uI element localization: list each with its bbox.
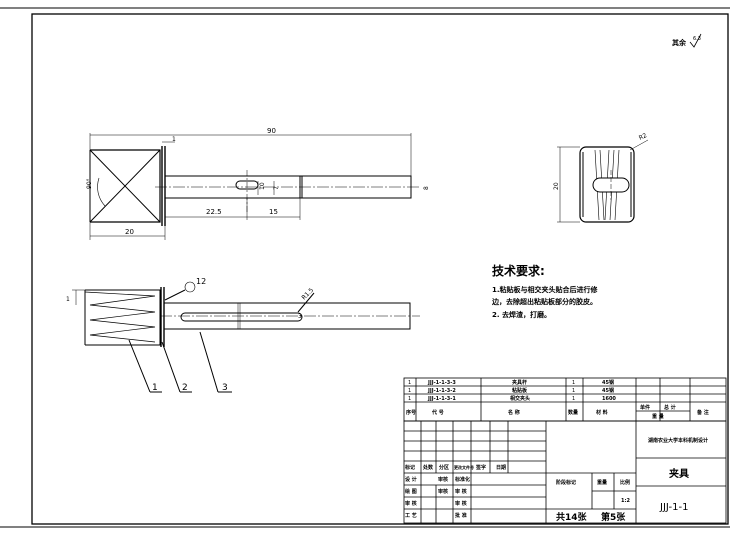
bom-name-2: 粘贴板 [511, 387, 528, 394]
bom-head-weight: 重 量 [652, 413, 664, 420]
bom-head-mat: 材 料 [596, 409, 608, 416]
label-design: 设 计 [405, 476, 417, 483]
label-zone: 分区 [439, 464, 449, 471]
bom-head-remark: 备 注 [696, 409, 709, 416]
label-process: 工 艺 [405, 512, 417, 519]
bom-no-2: 1 [408, 388, 411, 394]
bom-name-3: 相交夹头 [510, 395, 530, 402]
bom-rows: 1 JJJ-1-1-3-3 夹具杆 1 45钢 1 JJJ-1-1-3-2 粘贴… [405, 379, 709, 420]
front-view [89, 133, 420, 240]
bom-table [403, 377, 727, 422]
tech-line-1: 1.粘贴板与相交夹头贴合后进行修 [492, 285, 599, 294]
title-block [403, 420, 727, 524]
bom-mat-2: 45钢 [602, 387, 614, 394]
bom-mat-1: 45钢 [602, 379, 614, 386]
sheets-total: 共14张 [556, 511, 588, 523]
balloon-2: 2 [182, 383, 188, 393]
bom-code-1: JJJ-1-1-3-3 [427, 380, 456, 386]
bom-head-single: 单件 [640, 404, 650, 411]
bom-name-1: 夹具杆 [512, 379, 527, 386]
label-stage: 阶段标记 [556, 479, 576, 486]
roughness-note: 其余 6.3 [672, 33, 702, 48]
label-drawing: 绘 图 [405, 488, 417, 495]
balloon-3: 3 [222, 383, 228, 393]
label-count: 处数 [422, 464, 434, 471]
scale-value: 1:2 [621, 498, 630, 504]
label-std: 标准化 [454, 476, 470, 483]
school-name: 湖南农业大学本科机制设计 [648, 437, 708, 444]
bom-head-name: 名 称 [508, 409, 520, 416]
bom-qty-2: 1 [572, 388, 575, 394]
bom-qty-1: 1 [572, 380, 575, 386]
balloon-1: 1 [152, 383, 158, 393]
label-check: 审 核 [405, 500, 417, 507]
sheet-number: 第5张 [601, 511, 626, 523]
label-sign: 签字 [475, 464, 486, 471]
drawing-name: 夹具 [669, 467, 689, 480]
label-scale: 比例 [620, 479, 630, 486]
tech-line-3: 2. 去焊渣，打磨。 [492, 310, 551, 319]
label-mark: 标记 [404, 464, 415, 471]
assembly-view [72, 281, 420, 393]
tech-title: 技术要求: [492, 263, 545, 278]
roughness-symbol [689, 33, 702, 48]
bom-no-1: 1 [408, 380, 411, 386]
dim-20-side: 20 [553, 182, 560, 190]
roughness-value: 6.3 [693, 36, 701, 42]
label-weight: 重量 [597, 479, 607, 486]
label-review-1: 审核 [438, 476, 448, 483]
dim-90: 90 [267, 127, 276, 135]
label-approve: 审 核 [455, 488, 467, 495]
dim-3: 3 [298, 313, 302, 320]
bom-qty-3: 1 [572, 396, 575, 402]
dim-r2: R2 [638, 132, 648, 142]
bom-no-3: 1 [408, 396, 411, 402]
drawing-number: JJJ-1-1 [659, 502, 688, 513]
dim-8: 8 [423, 186, 430, 190]
label-ratify: 批 准 [455, 512, 467, 519]
side-view [557, 139, 649, 223]
bom-head-code: 代 号 [431, 409, 444, 416]
bom-code-3: JJJ-1-1-3-1 [427, 396, 456, 402]
bom-head-qty: 数量 [568, 409, 578, 416]
dim-22-5: 22.5 [206, 208, 222, 216]
bom-head-total: 总 计 [664, 404, 676, 411]
dim-20-front: 20 [125, 228, 134, 236]
label-approve-2: 审 核 [455, 500, 467, 507]
tech-line-2: 边，去除超出粘贴板部分的胶皮。 [491, 297, 597, 306]
dim-10: 10 [259, 182, 266, 190]
dim-90-deg: 90° [86, 178, 93, 189]
bom-code-2: JJJ-1-1-3-2 [427, 388, 456, 394]
dim-12: 12 [196, 277, 206, 286]
label-review-2: 审核 [438, 488, 448, 495]
dim-15: 15 [269, 208, 278, 216]
dim-1: 1 [172, 136, 176, 143]
label-change: 更改文件号 [454, 464, 474, 470]
label-date: 日期 [496, 464, 506, 471]
bom-head-no: 序号 [405, 409, 416, 416]
drawing-border [31, 13, 729, 525]
dim-7: 7 [273, 186, 280, 190]
dim-1-assembly: 1 [66, 296, 70, 303]
bom-mat-3: 1600 [602, 396, 616, 402]
title-block-text: 标记 处数 分区 更改文件号 签字 日期 设 计 审核 标准化 绘 图 审核 审… [404, 437, 708, 519]
roughness-label: 其余 [672, 38, 687, 47]
